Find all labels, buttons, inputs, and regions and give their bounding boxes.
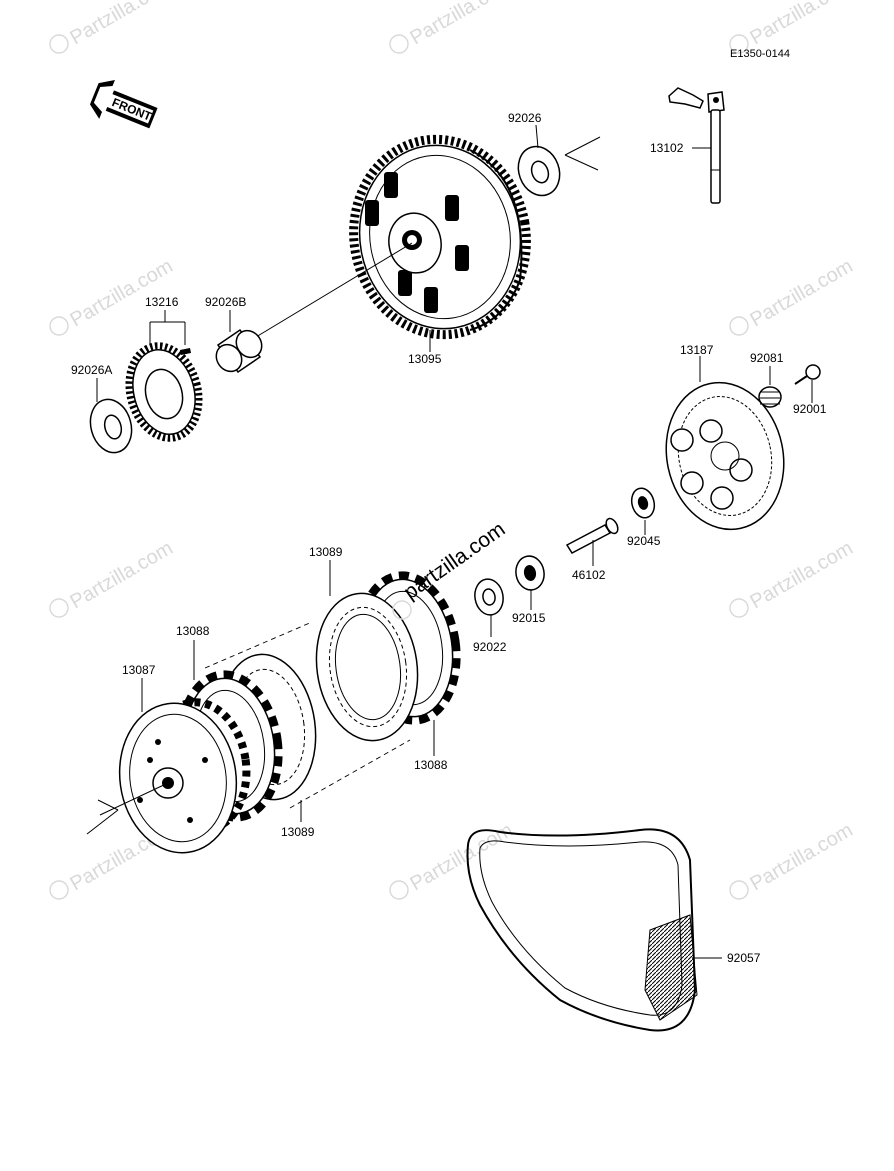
part-92057-chain [466,828,698,1032]
label-13088-upper: 13088 [176,624,210,638]
label-13095: 13095 [408,352,442,366]
label-92026b: 92026B [205,295,246,309]
assembly-line [204,621,313,669]
part-92026a-washer [89,398,133,454]
assembly-line [564,154,599,171]
part-92045-bearing [630,487,656,519]
label-92026: 92026 [508,111,542,125]
svg-text:Partzilla.com: Partzilla.com [407,0,517,49]
label-46102: 46102 [572,568,606,582]
label-13089-upper: 13089 [309,545,343,559]
assembly-line [97,799,119,811]
assembly-line [564,136,601,156]
assembly-line [289,739,411,809]
watermark: Partzilla.com [49,537,177,618]
label-92057: 92057 [727,951,761,965]
label-92026a: 92026A [71,363,112,377]
watermark: Partzilla.com [389,0,517,54]
part-92001-bolt [794,364,821,385]
part-13095-clutch-housing [349,134,531,340]
part-92022-washer [474,578,504,616]
label-92022: 92022 [473,640,507,654]
svg-text:Partzilla.com: Partzilla.com [67,0,177,49]
label-92045: 92045 [627,534,661,548]
assembly-line [99,782,169,816]
svg-text:Partzilla.com: Partzilla.com [747,819,857,895]
diagram-id: E1350-0144 [730,48,790,60]
label-13187: 13187 [680,343,714,357]
svg-text:Partzilla.com: Partzilla.com [67,537,177,613]
part-46102-push-rod [565,517,619,554]
label-13216: 13216 [145,295,179,309]
watermark: Partzilla.com [729,537,857,618]
label-13089-lower: 13089 [281,825,315,839]
part-92026b-bushing [215,328,263,374]
assembly-line [86,809,119,835]
part-13187-pressure-plate [665,381,785,531]
watermark: Partzilla.com [729,255,857,336]
svg-text:Partzilla.com: Partzilla.com [407,819,517,895]
label-92081: 92081 [750,351,784,365]
part-92081-spring [758,386,782,408]
part-labels: 92026 13102 13216 92026B 13095 92026A 13… [71,111,827,965]
watermark: Partzilla.com [729,819,857,900]
watermark: Partzilla.com [49,0,177,54]
label-13088-lower: 13088 [414,758,448,772]
part-92015-nut [515,555,545,591]
label-13087: 13087 [122,663,156,677]
label-13102: 13102 [650,141,684,155]
part-13087-clutch-hub [118,698,251,854]
part-13102-push-lever [668,87,725,204]
part-13216-gear [125,342,203,442]
part-92026-washer [517,145,561,197]
label-92015: 92015 [512,611,546,625]
leader-lines [96,124,813,959]
watermark: Partzilla.com [729,0,857,54]
front-direction-arrow: FRONT [89,79,158,129]
label-92001: 92001 [793,402,827,416]
svg-text:Partzilla.com: Partzilla.com [747,255,857,331]
assembly-line [255,242,413,338]
part-13089-steel-plate [315,592,419,742]
svg-text:Partzilla.com: Partzilla.com [747,0,857,49]
svg-text:Partzilla.com: Partzilla.com [67,255,177,331]
svg-text:Partzilla.com: Partzilla.com [747,537,857,613]
